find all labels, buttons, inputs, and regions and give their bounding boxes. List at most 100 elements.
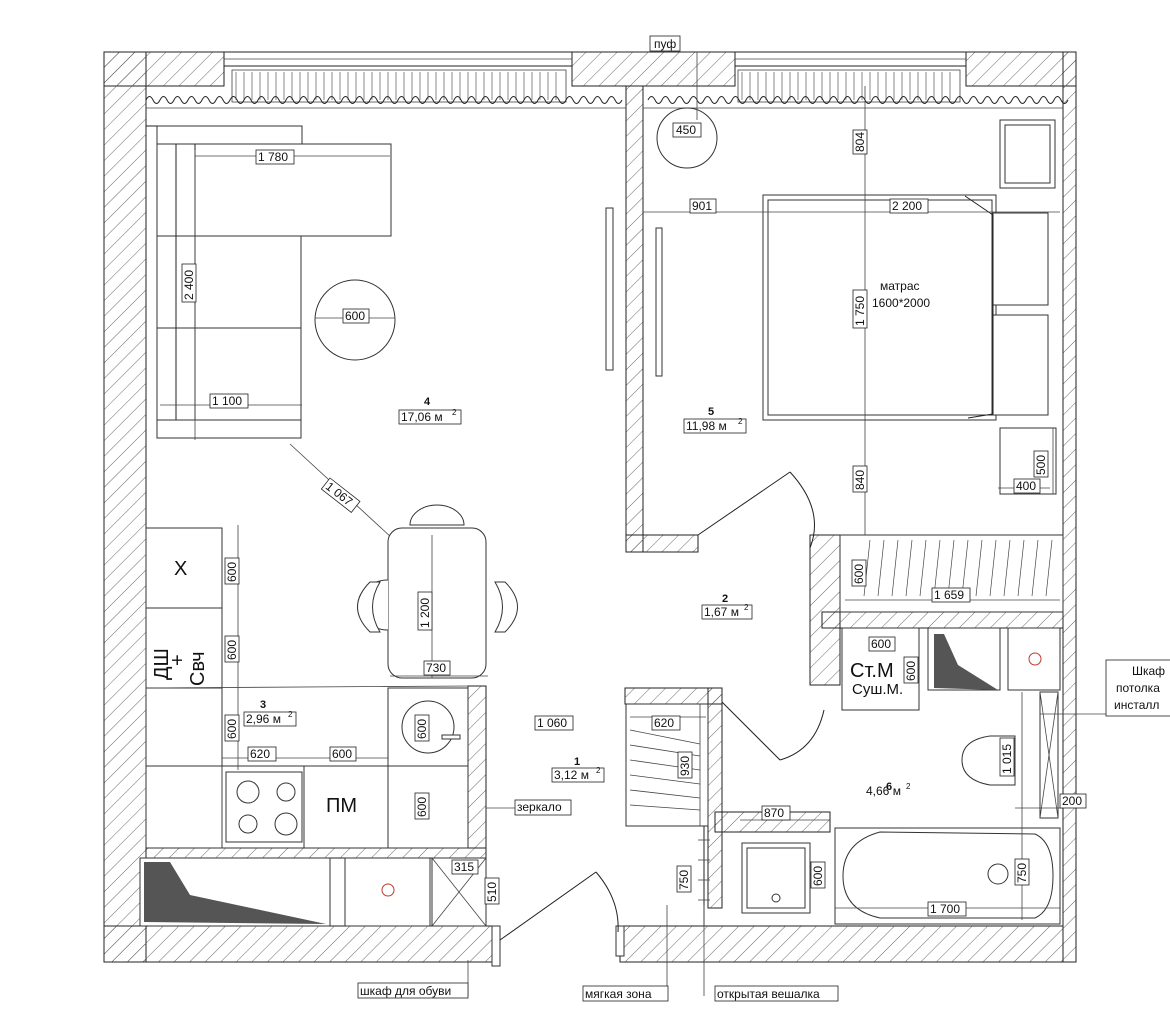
bathroom-sink (741, 842, 811, 914)
closet-rib (877, 539, 885, 597)
svg-text:600: 600 (415, 797, 429, 817)
wall-kitchen-bottom (145, 847, 487, 859)
curtain-bedroom (647, 96, 1069, 104)
dining-table (357, 504, 518, 679)
closet-rib (947, 539, 955, 597)
room-5: 5 11,98 м 2 (683, 406, 747, 434)
svg-text:400: 400 (1016, 479, 1036, 493)
svg-text:1 060: 1 060 (537, 716, 567, 730)
closet-rib (989, 539, 997, 597)
walls (103, 51, 1077, 963)
svg-text:11,98 м: 11,98 м (686, 419, 727, 433)
closet-rib (905, 539, 913, 597)
dim-450: 450 (672, 122, 702, 138)
wall-bottom-mid (619, 925, 1064, 963)
svg-text:3: 3 (260, 699, 266, 711)
dim-600-bsink: 600 (810, 861, 826, 889)
svg-text:шкаф для обуви: шкаф для обуви (360, 984, 451, 998)
closet-rib (961, 539, 969, 597)
svg-text:840: 840 (853, 470, 867, 490)
svg-text:2 200: 2 200 (892, 199, 922, 213)
dim-315: 315 (451, 859, 479, 875)
washer-label-2: Суш.М. (852, 681, 903, 698)
svg-text:901: 901 (692, 199, 712, 213)
svg-text:4: 4 (424, 396, 431, 408)
dishwasher-label: ПМ (326, 795, 357, 817)
closet-rib (1031, 539, 1039, 597)
svg-text:пуф: пуф (654, 37, 676, 51)
svg-text:открытая вешалка: открытая вешалка (717, 987, 820, 1001)
dim-2400: 2 400 (181, 263, 197, 303)
svg-text:600: 600 (415, 719, 429, 739)
closet-rib (1045, 539, 1053, 597)
svg-text:600: 600 (345, 309, 365, 323)
dim-600-sink: 600 (414, 714, 430, 742)
svg-text:2 400: 2 400 (182, 270, 196, 300)
svg-text:450: 450 (676, 123, 696, 137)
svg-text:730: 730 (426, 661, 446, 675)
wall-bedroom-bottom (625, 534, 699, 553)
dim-600-wm: 600 (868, 636, 896, 652)
svg-text:600: 600 (811, 866, 825, 886)
closet-rib (863, 539, 871, 597)
svg-text:2: 2 (452, 408, 457, 417)
dim-930: 930 (677, 751, 693, 779)
wall-bath-top (821, 611, 1064, 629)
dim-1015: 1 015 (999, 737, 1015, 777)
closet-ribs (863, 539, 1053, 597)
svg-text:ДШ: ДШ (151, 648, 173, 680)
wall-entry (467, 685, 487, 849)
svg-text:750: 750 (677, 870, 691, 890)
cooktop (225, 771, 303, 843)
dim-500: 500 (1033, 450, 1049, 478)
dim-1659: 1 659 (931, 587, 971, 603)
dim-1060: 1 060 (534, 715, 574, 731)
wall-right (1062, 51, 1077, 963)
svg-text:+: + (167, 654, 189, 666)
svg-text:600: 600 (871, 637, 891, 651)
room-1: 1 3,12 м 2 (551, 756, 605, 783)
dim-1200: 1 200 (417, 591, 433, 631)
svg-text:5: 5 (708, 406, 714, 418)
room-2: 2 1,67 м 2 (701, 593, 753, 620)
svg-text:620: 620 (654, 716, 674, 730)
svg-text:1 700: 1 700 (930, 902, 960, 916)
curtain-living (145, 96, 623, 104)
bed (762, 194, 1049, 421)
svg-text:2: 2 (722, 593, 728, 605)
svg-text:2: 2 (906, 782, 911, 791)
wardrobe-note: Шкаф потолка инсталл (1105, 659, 1170, 717)
installation (1039, 691, 1059, 819)
dim-730: 730 (423, 660, 451, 676)
dim-901: 901 (689, 198, 717, 214)
dim-840: 840 (852, 465, 868, 493)
label-pouf: пуф (649, 35, 681, 52)
svg-text:17,06 м: 17,06 м (401, 410, 443, 424)
wall-hall-box (624, 687, 723, 705)
svg-text:2: 2 (738, 417, 743, 426)
nightstand (999, 119, 1056, 189)
freezer-label: Х (174, 558, 187, 580)
svg-text:6: 6 (886, 781, 892, 793)
svg-text:750: 750 (1015, 863, 1029, 883)
dim-750-hall: 750 (676, 865, 692, 893)
closet-rib (975, 539, 983, 597)
svg-text:315: 315 (454, 860, 474, 874)
pouf (656, 107, 718, 169)
closet-rib (1017, 539, 1025, 597)
shoe-cabinet (139, 857, 487, 927)
svg-text:1 015: 1 015 (1000, 744, 1014, 774)
dim-600-k1: 600 (224, 557, 240, 585)
svg-text:1 750: 1 750 (853, 296, 867, 326)
kitchen (145, 527, 469, 849)
wall-left (103, 51, 147, 963)
room-3: 3 2,96 м 2 (243, 699, 297, 727)
svg-text:600: 600 (852, 564, 866, 584)
closet-rib (1003, 539, 1011, 597)
svg-text:Шкаф: Шкаф (1132, 664, 1165, 678)
closet-rib (919, 539, 927, 597)
label-mirror: зеркало (514, 799, 572, 816)
bedroom-door (697, 471, 815, 549)
dimensions: 450 804 1 780 901 2 200 2 400 600 1 750 … (181, 122, 1087, 917)
svg-text:2: 2 (288, 710, 293, 719)
